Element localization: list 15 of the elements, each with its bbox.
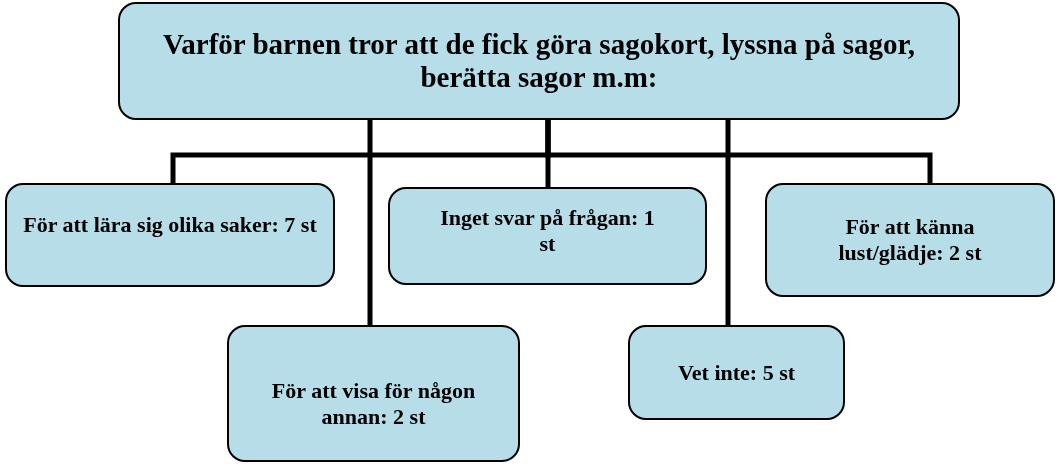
connector-line: [545, 120, 933, 183]
answer-box: [5, 183, 335, 287]
connector-line: [725, 120, 731, 325]
answer-box: [628, 325, 845, 420]
answer-box: [227, 325, 520, 462]
answer-text: Vet inte: 5 st: [677, 359, 796, 386]
answer-text: Inget svar på frågan: 1 st: [439, 205, 656, 257]
connector-line: [367, 120, 373, 325]
answer-text: För att visa för någon annan: 2 st: [270, 377, 477, 430]
title-box: [118, 2, 960, 120]
answer-box: [388, 187, 707, 285]
answer-box: [765, 183, 1055, 297]
answer-text: För att lära sig olika saker: 7 st: [23, 212, 317, 238]
answer-text: För att känna lust/glädje: 2 st: [837, 214, 983, 266]
title-text: Varför barnen tror att de fick göra sagokort, lyssna på sagor, berätta sagor m.m:: [162, 28, 916, 94]
